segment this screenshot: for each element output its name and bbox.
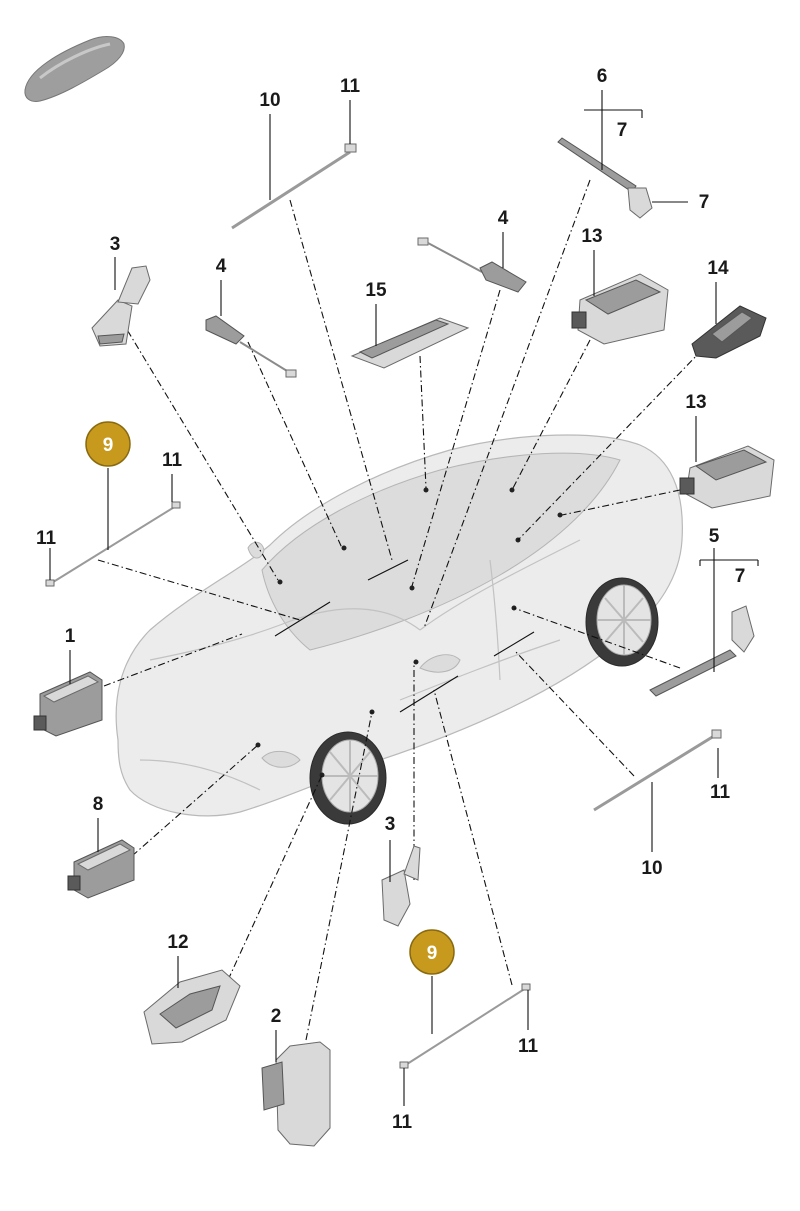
leader-lines (97, 179, 703, 1041)
callout-11-top[interactable]: 11 (340, 76, 361, 97)
badge-9-bottom-label: 9 (427, 943, 438, 964)
callout-11-bottom-right[interactable]: 11 (518, 1036, 539, 1057)
callout-4-left[interactable]: 4 (216, 256, 227, 277)
part-15-strip-module[interactable] (350, 317, 470, 369)
callout-13-upper[interactable]: 13 (581, 226, 602, 247)
part-14-dark-module[interactable] (691, 305, 767, 359)
callout-14[interactable]: 14 (707, 258, 729, 279)
callout-labels: 10 11 6 7 7 3 4 4 15 13 14 13 11 11 1 5 … (36, 66, 745, 1133)
callout-lines (49, 90, 759, 1106)
badge-9-left-label: 9 (103, 435, 114, 456)
callout-7-upper-b[interactable]: 7 (699, 192, 710, 213)
callout-5[interactable]: 5 (709, 526, 720, 547)
part-8-control-unit[interactable] (67, 839, 135, 899)
part-9-left-cable-assembly[interactable] (45, 501, 181, 587)
vehicle-thumbnail-icon[interactable] (24, 36, 125, 102)
part-12-lamp[interactable] (143, 969, 241, 1045)
part-3-upper-connector[interactable] (91, 265, 151, 347)
part-10-lower-cable[interactable] (593, 729, 722, 812)
part-4-left-sensor[interactable] (205, 315, 297, 378)
callout-10-upper[interactable]: 10 (259, 90, 280, 111)
callout-11-right[interactable]: 11 (710, 782, 731, 803)
callout-1[interactable]: 1 (65, 626, 76, 647)
callout-7-upper-a[interactable]: 7 (617, 120, 628, 141)
callout-11-left-upper[interactable]: 11 (162, 450, 183, 471)
part-5-arm-with-connector[interactable] (649, 605, 755, 697)
callout-15[interactable]: 15 (365, 280, 387, 301)
callout-7-right[interactable]: 7 (735, 566, 746, 587)
part-13-upper-control-unit[interactable] (571, 273, 669, 345)
car-illustration (115, 434, 683, 825)
callout-6[interactable]: 6 (597, 66, 608, 87)
callout-11-left-lower[interactable]: 11 (36, 528, 57, 549)
callout-13-lower[interactable]: 13 (685, 392, 706, 413)
badge-9-bottom-circle (409, 929, 455, 975)
callout-8[interactable]: 8 (93, 794, 104, 815)
callout-12[interactable]: 12 (167, 932, 188, 953)
front-wheel (309, 731, 387, 825)
callout-2[interactable]: 2 (271, 1006, 282, 1027)
part-6-arm-with-connector[interactable] (557, 137, 653, 219)
badge-9-bottom[interactable]: 9 (409, 929, 455, 975)
part-13-lower-control-unit[interactable] (679, 445, 775, 509)
callout-3-upper[interactable]: 3 (110, 234, 121, 255)
callout-4-right[interactable]: 4 (498, 208, 509, 229)
rear-wheel (585, 577, 659, 667)
callout-3-lower[interactable]: 3 (385, 814, 396, 835)
part-9-bottom-cable-assembly[interactable] (399, 983, 531, 1069)
part-2-handle-module[interactable] (261, 1041, 331, 1147)
callout-10-lower[interactable]: 10 (641, 858, 662, 879)
badge-9-left[interactable]: 9 (85, 421, 131, 467)
part-3-lower-connector[interactable] (381, 845, 421, 927)
badge-9-left-circle (85, 421, 131, 467)
part-1-control-unit[interactable] (33, 671, 103, 737)
part-4-right-sensor[interactable] (417, 237, 527, 293)
callout-11-bottom-left[interactable]: 11 (392, 1112, 413, 1133)
